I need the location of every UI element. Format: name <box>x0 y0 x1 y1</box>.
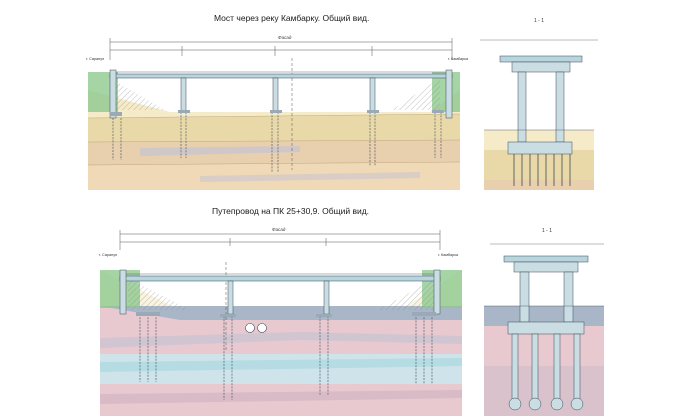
bottom-left-end-label: г. Сарапул <box>99 253 117 257</box>
bottom-facade-label: Фасад <box>272 227 286 232</box>
top-facade-label: Фасад <box>278 35 292 40</box>
bottom-drawing-title: Путепровод на ПК 25+30,9. Общий вид. <box>212 206 370 216</box>
top-pier-2 <box>272 77 279 113</box>
top-left-end-label: г. Сарапул <box>86 57 104 61</box>
bottom-elevation: Фасад г. Сарапул г. Камбарка <box>99 227 462 416</box>
top-abutment-right <box>445 69 453 119</box>
top-deck <box>109 73 453 79</box>
top-drawing-title: Мост через реку Камбарку. Общий вид. <box>214 13 370 23</box>
top-section-piles <box>513 154 571 186</box>
bottom-pier-2 <box>323 280 330 315</box>
bottom-piles <box>139 314 433 400</box>
top-right-end-label: г. Камбарка <box>448 57 469 61</box>
bottom-section-piles <box>508 333 584 411</box>
utility-pipe-2 <box>257 323 267 333</box>
top-cross-section: 1 - 1 <box>480 18 598 190</box>
bottom-deck <box>119 275 441 282</box>
top-section-deck <box>499 55 583 63</box>
bottom-section-column-left <box>519 271 530 323</box>
bottom-abutment-left <box>119 269 127 315</box>
bottom-abutment-right <box>433 269 441 315</box>
bottom-section-label: 1 - 1 <box>542 228 552 234</box>
bottom-section-column-right <box>563 271 574 323</box>
bottom-right-end-label: г. Камбарка <box>438 253 459 257</box>
top-pier-3 <box>369 77 376 113</box>
bottom-dimension-lines <box>119 230 441 350</box>
top-section-column-right <box>555 71 565 143</box>
top-abutment-left <box>109 69 117 119</box>
top-pier-1 <box>180 77 187 113</box>
bottom-section-deck <box>503 255 589 263</box>
top-section-column-left <box>517 71 527 143</box>
top-piles <box>112 112 442 172</box>
top-elevation: Фасад г. Сарапул г. Камбарка <box>86 35 469 190</box>
top-section-label: 1 - 1 <box>534 18 544 24</box>
top-dimension-lines <box>109 38 453 170</box>
utility-pipe-1 <box>245 323 255 333</box>
top-soil-layers <box>87 72 461 190</box>
bottom-pier-1 <box>227 280 234 315</box>
bottom-soil-layers <box>100 270 462 416</box>
bottom-cross-section: 1 - 1 <box>484 228 604 416</box>
